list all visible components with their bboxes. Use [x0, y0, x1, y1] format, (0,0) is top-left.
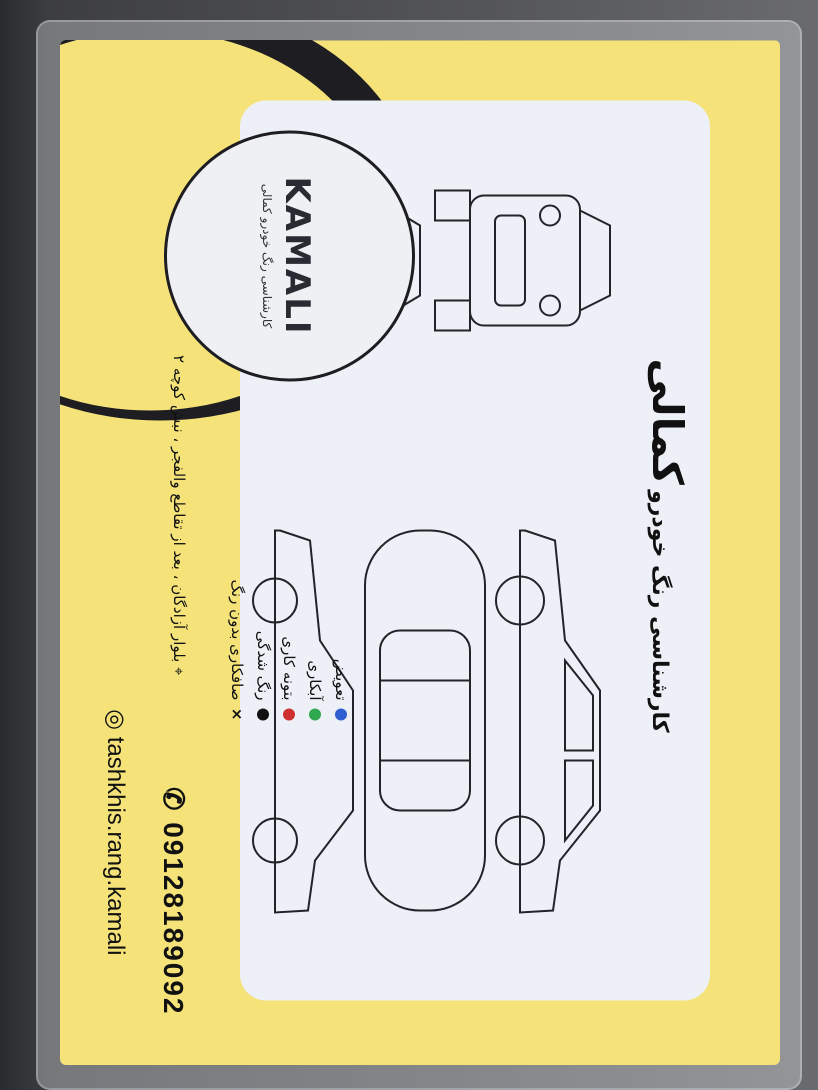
- car-top-view: [364, 529, 486, 911]
- legend-label: آبکاری: [306, 659, 324, 700]
- logo-wordmark: KAMALI: [277, 175, 317, 336]
- legend-item-pdr: × صافکاری بدون رنگ: [228, 390, 246, 720]
- x-mark-icon: ×: [228, 707, 246, 720]
- instagram-handle: ◎ tashkhis.rang.kamali: [101, 709, 130, 955]
- logo-tagline: کارشناسی رنگ خودرو کمالی: [260, 183, 274, 328]
- legend-label: تعویض: [332, 658, 350, 700]
- legend-item-painted: رنگ شدگی: [254, 390, 272, 720]
- card-title: کارشناسی رنگ خودرو کمالی: [643, 100, 692, 1000]
- kamali-logo: KAMALI کارشناسی رنگ خودرو کمالی: [164, 130, 415, 381]
- phone-number: ✆ 09128189092: [157, 786, 190, 1015]
- legend-label: رنگ شدگی: [254, 630, 272, 700]
- title-brand: کمالی: [643, 357, 692, 485]
- instagram-icon: ◎: [102, 708, 129, 730]
- car-left-side-view: [495, 529, 601, 914]
- damage-legend: تعویض آبکاری بتونه کاری رنگ شدگی × صافکا…: [220, 390, 350, 720]
- address: ⌖ بلوار آزادگان ، بعد از تقاطع والفجر ، …: [170, 355, 188, 675]
- business-card: کارشناسی رنگ خودرو کمالی: [60, 40, 780, 1065]
- legend-item-plating: آبکاری: [306, 390, 324, 720]
- location-pin-icon: ⌖: [170, 666, 188, 675]
- legend-item-replace: تعویض: [332, 390, 350, 720]
- phone-icon: ✆: [158, 786, 189, 812]
- legend-label: بتونه کاری: [280, 635, 298, 700]
- blue-dot-icon: [335, 708, 347, 720]
- instagram-text: tashkhis.rang.kamali: [102, 736, 129, 955]
- legend-item-putty: بتونه کاری: [280, 390, 298, 720]
- black-dot-icon: [257, 708, 269, 720]
- car-right-side-view: [252, 529, 354, 914]
- phone-text: 09128189092: [158, 821, 189, 1015]
- card-frame: کارشناسی رنگ خودرو کمالی: [60, 40, 780, 1065]
- car-front-view: [434, 189, 611, 331]
- red-dot-icon: [283, 708, 295, 720]
- address-text: بلوار آزادگان ، بعد از تقاطع والفجر ، نب…: [170, 354, 188, 662]
- green-dot-icon: [309, 708, 321, 720]
- car-diagram-panel: کارشناسی رنگ خودرو کمالی: [240, 100, 710, 1000]
- title-subtitle: کارشناسی رنگ خودرو: [647, 489, 672, 733]
- contact-bar: ✆ 09128189092 ⌖ بلوار آزادگان ، بعد از ت…: [70, 220, 190, 1035]
- legend-label: صافکاری بدون رنگ: [228, 578, 246, 700]
